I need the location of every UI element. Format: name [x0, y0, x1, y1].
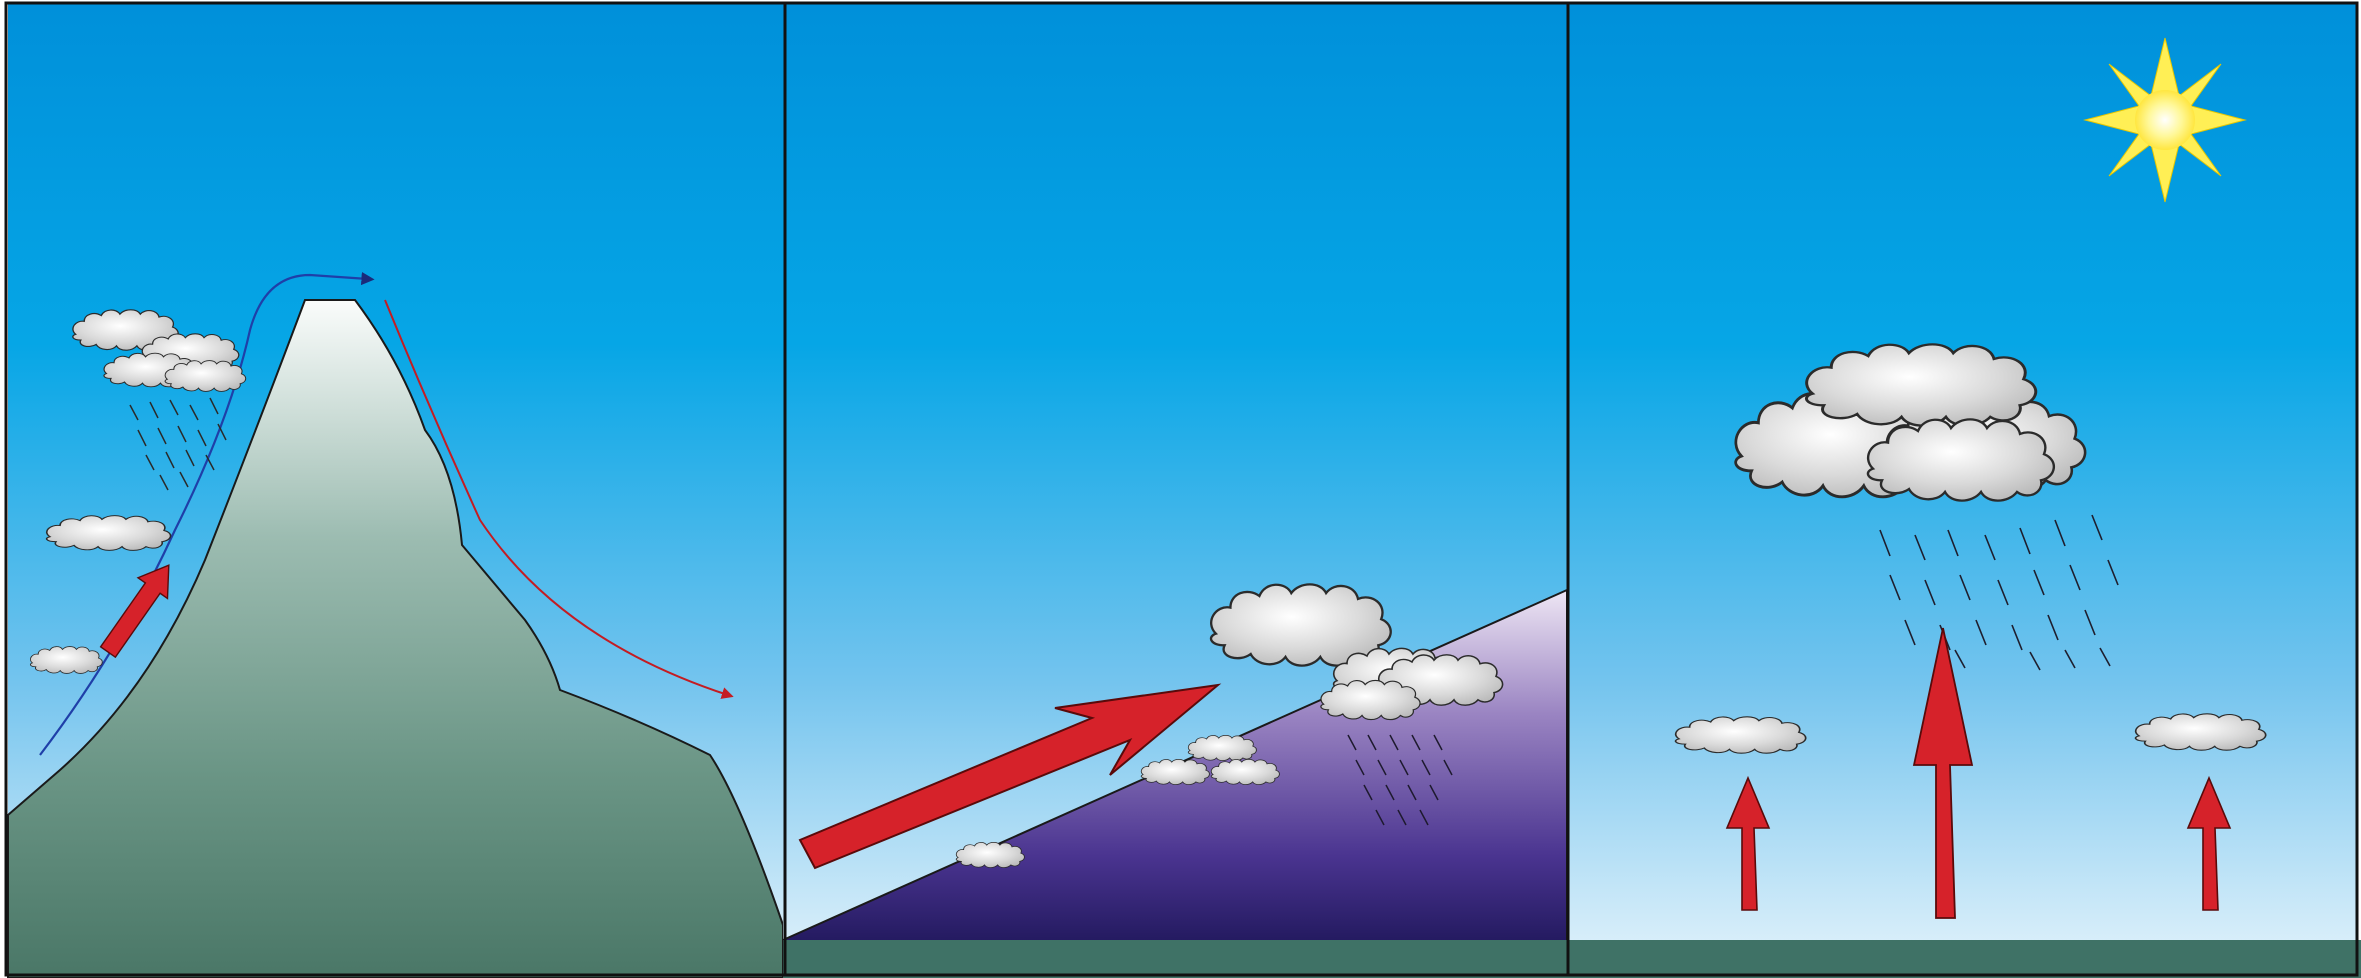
ground-strip	[1567, 940, 2361, 978]
cloud-icon	[1141, 759, 1209, 784]
cloud-icon	[956, 842, 1024, 867]
cloud-icon	[2136, 714, 2266, 750]
cloud-icon	[1806, 344, 2035, 425]
cloud-icon	[1211, 759, 1279, 784]
cloud-icon	[1321, 680, 1420, 719]
panel-convective	[1567, 4, 2361, 978]
cloud-icon	[165, 361, 246, 392]
cloud-icon	[1676, 717, 1806, 753]
cloud-icon	[1188, 735, 1256, 760]
cloud-icon	[30, 647, 102, 674]
cloud-icon	[1868, 419, 2054, 500]
panel-frontal	[783, 4, 1567, 978]
ground-strip	[783, 940, 1567, 978]
cloud-icon	[47, 516, 171, 551]
panel-orographic	[8, 4, 783, 978]
